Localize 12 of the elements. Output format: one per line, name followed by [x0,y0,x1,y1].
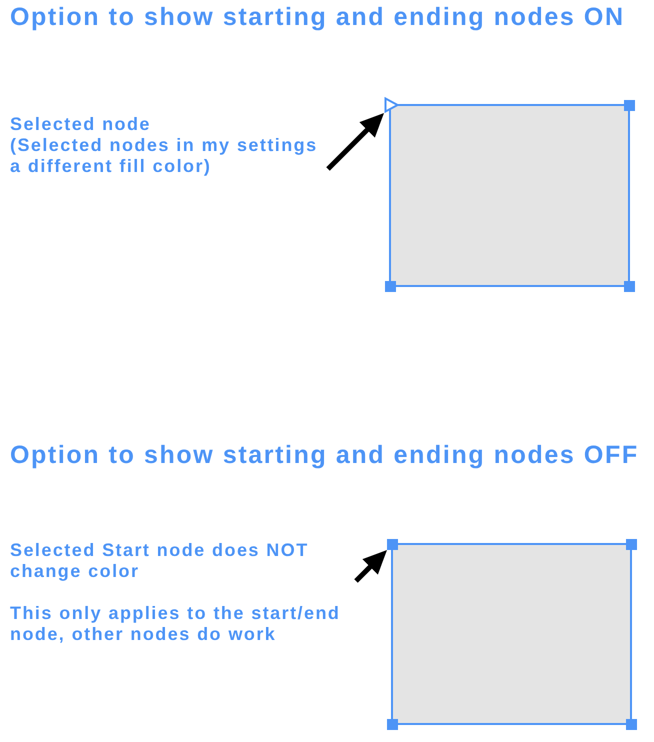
annotation-text: (Selected nodes in my settings a different fill color) [10,135,319,177]
selected-shape [391,543,632,725]
annotation-text: Selected node [10,114,151,135]
heading: Option to show starting and ending nodes OFF [10,441,639,469]
arrow [326,112,384,171]
heading: Option to show starting and ending nodes ON [10,3,625,31]
annotation-text: This only applies to the start/end node, other nodes do work [10,603,342,645]
arrow [354,550,388,583]
selected-shape [389,104,630,287]
handle-icon [387,539,398,550]
annotation-text: Selected Start node does NOT change color [10,540,310,582]
start-handle-icon [384,97,399,113]
